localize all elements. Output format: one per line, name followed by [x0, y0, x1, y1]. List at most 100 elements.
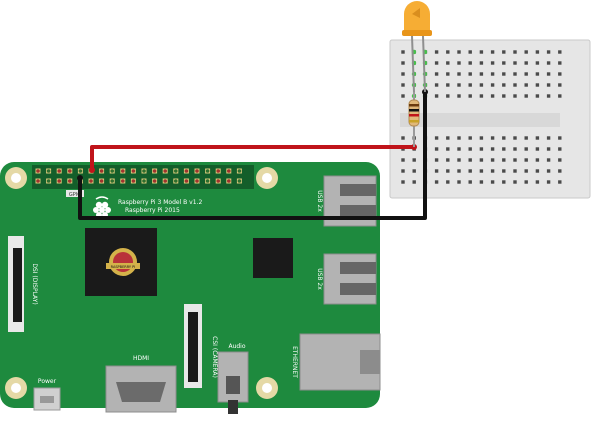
breadboard-hole: [546, 83, 551, 87]
raspberry-pi-board: GPIO Raspberry Pi 3 Model B v1.2 Raspber…: [0, 162, 381, 414]
power-label: Power: [38, 378, 57, 385]
usb-bottom-label: USB 2x: [316, 268, 323, 290]
breadboard-hole: [490, 180, 495, 184]
hdmi-port: [105, 365, 177, 413]
breadboard-hole: [524, 50, 528, 54]
breadboard-hole: [535, 147, 540, 151]
gpio-pin-hole: [174, 179, 178, 183]
breadboard-hole: [401, 136, 405, 140]
breadboard-hole: [468, 158, 472, 162]
breadboard-hole: [558, 147, 562, 151]
breadboard-hole: [434, 180, 439, 184]
breadboard-hole: [446, 169, 450, 173]
breadboard-hole: [546, 158, 551, 162]
breadboard-hole: [502, 180, 506, 184]
breadboard-hole: [446, 72, 450, 76]
wire-red: [90, 145, 414, 170]
breadboard-hole: [502, 158, 506, 162]
breadboard-hole: [457, 158, 461, 162]
breadboard-hole: [401, 180, 405, 184]
dsi-slot: [13, 248, 22, 322]
breadboard-center-channel: [400, 113, 560, 127]
gpio-tag: GPIO: [69, 192, 81, 198]
breadboard-hole: [546, 72, 551, 76]
breadboard-hole: [457, 169, 461, 173]
breadboard-hole: [513, 83, 517, 87]
gpio-pin-hole: [110, 179, 114, 183]
gpio-pin-hole: [99, 179, 104, 183]
breadboard-hole: [446, 61, 450, 65]
breadboard-hole: [457, 136, 461, 140]
breadboard-hole: [502, 136, 506, 140]
breadboard-hole: [434, 94, 439, 98]
breadboard-hole: [546, 50, 551, 54]
gpio-pin-hole: [216, 169, 220, 173]
soc-logo-icon: [106, 248, 140, 276]
breadboard-hole: [558, 136, 562, 140]
breadboard-hole: [479, 169, 484, 173]
gpio-pin-hole: [68, 169, 72, 173]
breadboard-hole: [468, 180, 472, 184]
power-port: [33, 387, 61, 411]
breadboard-hole: [524, 94, 528, 98]
breadboard-hole: [490, 169, 495, 173]
breadboard-hole: [401, 50, 405, 54]
gpio-pin-hole: [184, 169, 189, 173]
breadboard-hole: [468, 83, 472, 87]
breadboard-hole: [446, 50, 450, 54]
breadboard-hole: [524, 83, 528, 87]
breadboard-hole: [513, 72, 517, 76]
lan-chip: [253, 238, 293, 278]
breadboard-hole: [513, 94, 517, 98]
ethernet-label: ETHERNET: [291, 346, 298, 378]
gpio-pin-hole: [121, 169, 125, 173]
gpio-pin-hole: [142, 179, 146, 183]
gpio-tag-box: [66, 190, 84, 197]
breadboard-hole: [412, 180, 416, 184]
usb-top-label: USB 2x: [316, 190, 323, 212]
breadboard-hole: [490, 50, 495, 54]
breadboard-hole: [479, 94, 484, 98]
breadboard-hole: [502, 169, 506, 173]
breadboard-hole: [468, 50, 472, 54]
breadboard-hole: [558, 61, 562, 65]
breadboard-hole: [401, 169, 405, 173]
breadboard-hole: [434, 147, 439, 151]
breadboard-hole: [535, 50, 540, 54]
pcb: [0, 162, 380, 408]
breadboard-hole: [502, 147, 506, 151]
breadboard-hole: [535, 61, 540, 65]
breadboard-hole: [412, 169, 416, 173]
mounting-holes: [5, 167, 278, 399]
breadboard-hole: [401, 61, 405, 65]
breadboard-hole: [446, 158, 450, 162]
breadboard-hole: [546, 94, 551, 98]
breadboard-hole: [446, 147, 450, 151]
gpio-pin-hole: [227, 169, 231, 173]
raspberry-logo-icon: [93, 196, 111, 218]
breadboard-hole: [490, 83, 495, 87]
breadboard-hole: [535, 169, 540, 173]
breadboard-hole: [446, 83, 450, 87]
breadboard-hole: [546, 180, 551, 184]
gpio-pin-hole: [46, 169, 51, 173]
breadboard-hole: [546, 147, 551, 151]
board-model-label: Raspberry Pi 3 Model B v1.2: [118, 199, 202, 206]
breadboard-hole: [558, 72, 562, 76]
breadboard-hole: [535, 83, 540, 87]
gpio-pin-hole: [174, 169, 178, 173]
wire-black-end: [77, 175, 83, 181]
wire-red-end: [89, 167, 95, 173]
breadboard-hole: [401, 94, 405, 98]
breadboard-hole: [502, 72, 506, 76]
gpio-pin-hole: [110, 169, 114, 173]
breadboard-hole: [502, 61, 506, 65]
breadboard-hole: [446, 136, 450, 140]
gpio-pin-hole: [163, 169, 167, 173]
gpio-pin-hole: [152, 179, 157, 183]
mounting-hole: [262, 173, 272, 183]
breadboard-hole: [479, 147, 484, 151]
breadboard-hole: [479, 83, 484, 87]
breadboard-hole: [468, 147, 472, 151]
